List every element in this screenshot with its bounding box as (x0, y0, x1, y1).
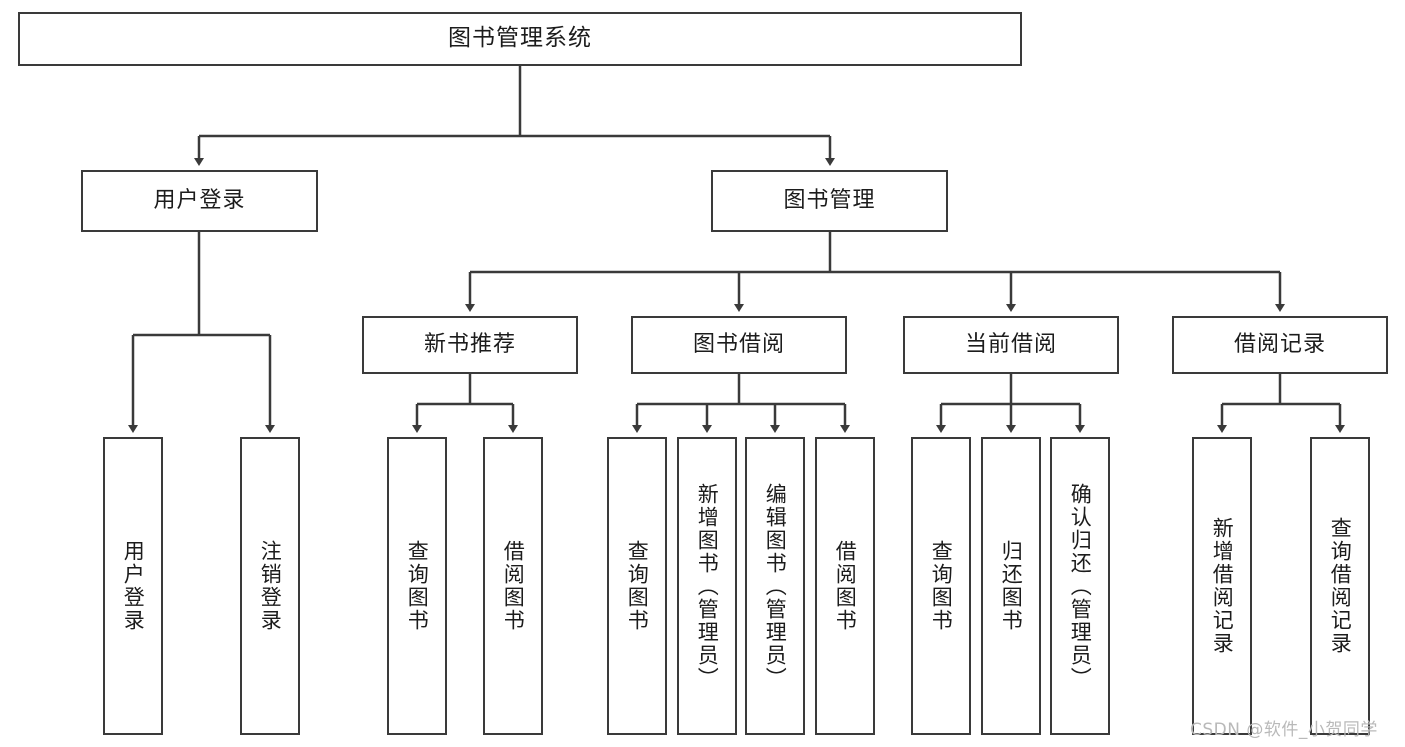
leaf-current-return-book[interactable]: 归还图书 (981, 437, 1041, 735)
leaf-recommend-query-book[interactable]: 查询图书 (387, 437, 447, 735)
leaf-borrow-edit-book-admin[interactable]: 编辑图书（管理员） (745, 437, 805, 735)
leaf-current-confirm-return-admin[interactable]: 确认归还（管理员） (1050, 437, 1110, 735)
node-book-borrow[interactable]: 图书借阅 (631, 316, 847, 374)
node-current-borrow[interactable]: 当前借阅 (903, 316, 1119, 374)
csdn-watermark: CSDN @软件_小贺同学 (1190, 720, 1378, 740)
node-root-system[interactable]: 图书管理系统 (18, 12, 1022, 66)
leaf-user-login-signin[interactable]: 用户登录 (103, 437, 163, 735)
leaf-record-add-borrow-record[interactable]: 新增借阅记录 (1192, 437, 1252, 735)
node-borrow-record[interactable]: 借阅记录 (1172, 316, 1388, 374)
leaf-borrow-borrow-book[interactable]: 借阅图书 (815, 437, 875, 735)
leaf-record-query-borrow-record[interactable]: 查询借阅记录 (1310, 437, 1370, 735)
leaf-borrow-add-book-admin[interactable]: 新增图书（管理员） (677, 437, 737, 735)
node-book-management[interactable]: 图书管理 (711, 170, 948, 232)
leaf-borrow-query-book[interactable]: 查询图书 (607, 437, 667, 735)
node-new-book-recommend[interactable]: 新书推荐 (362, 316, 578, 374)
leaf-user-login-signout[interactable]: 注销登录 (240, 437, 300, 735)
leaf-recommend-borrow-book[interactable]: 借阅图书 (483, 437, 543, 735)
leaf-current-query-book[interactable]: 查询图书 (911, 437, 971, 735)
node-user-login[interactable]: 用户登录 (81, 170, 318, 232)
